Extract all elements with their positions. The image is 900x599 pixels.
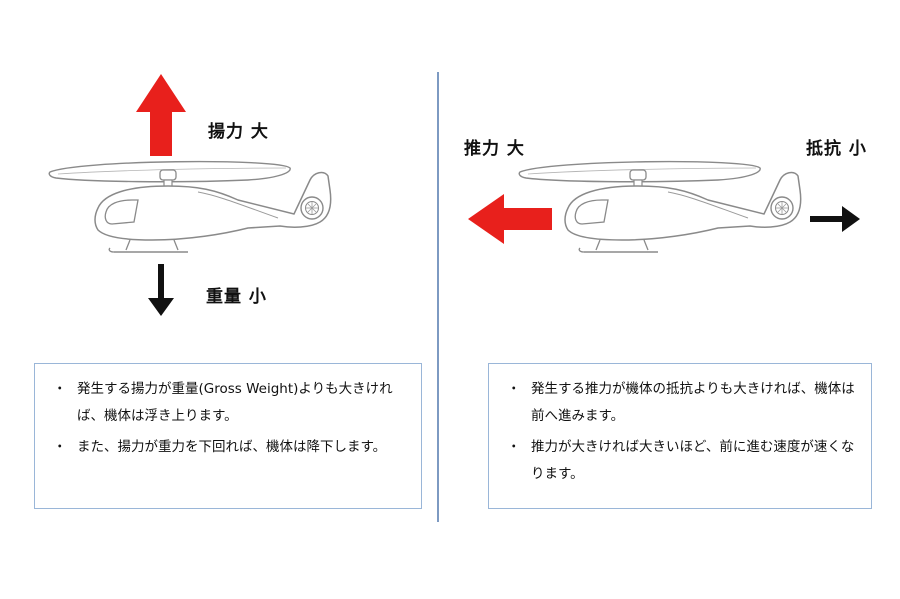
weight-label: 重量 小 <box>206 287 267 307</box>
bullet-mark: ・ <box>53 439 67 455</box>
thrust-panel: 推力 大 抵抗 小 ・ 発生する推力が機体の抵抗よりも大きければ、機体は前へ進み… <box>440 0 900 599</box>
bullet-text: 推力が大きければ大きいほど、前に進む速度が速くなります。 <box>531 439 855 482</box>
drag-label: 抵抗 小 <box>806 139 867 159</box>
bullet-text: 発生する推力が機体の抵抗よりも大きければ、機体は前へ進みます。 <box>531 381 855 424</box>
helicopter-illustration-left <box>48 160 332 253</box>
bullet-mark: ・ <box>507 439 521 455</box>
list-item: ・ 発生する揚力が重量(Gross Weight)よりも大きければ、機体は浮き上… <box>49 376 407 430</box>
lift-label: 揚力 大 <box>208 122 269 142</box>
lift-panel: 揚力 大 重量 小 ・ 発生する揚力が重量(Gross Weight)よりも大き… <box>0 0 437 599</box>
helicopter-illustration-right <box>518 160 802 253</box>
list-item: ・ また、揚力が重力を下回れば、機体は降下します。 <box>49 434 407 461</box>
bullet-mark: ・ <box>53 381 67 397</box>
thrust-label: 推力 大 <box>464 139 525 159</box>
list-item: ・ 発生する推力が機体の抵抗よりも大きければ、機体は前へ進みます。 <box>503 376 857 430</box>
thrust-arrow-icon <box>468 194 552 244</box>
lift-explanation-box: ・ 発生する揚力が重量(Gross Weight)よりも大きければ、機体は浮き上… <box>34 363 422 509</box>
bullet-text: また、揚力が重力を下回れば、機体は降下します。 <box>77 439 387 455</box>
panel-divider <box>437 72 439 522</box>
bullet-mark: ・ <box>507 381 521 397</box>
bullet-text: 発生する揚力が重量(Gross Weight)よりも大きければ、機体は浮き上りま… <box>77 381 393 424</box>
lift-arrow-icon <box>136 74 186 156</box>
weight-arrow-icon <box>148 264 174 316</box>
thrust-explanation-box: ・ 発生する推力が機体の抵抗よりも大きければ、機体は前へ進みます。 ・ 推力が大… <box>488 363 872 509</box>
drag-arrow-icon <box>810 206 860 232</box>
list-item: ・ 推力が大きければ大きいほど、前に進む速度が速くなります。 <box>503 434 857 488</box>
